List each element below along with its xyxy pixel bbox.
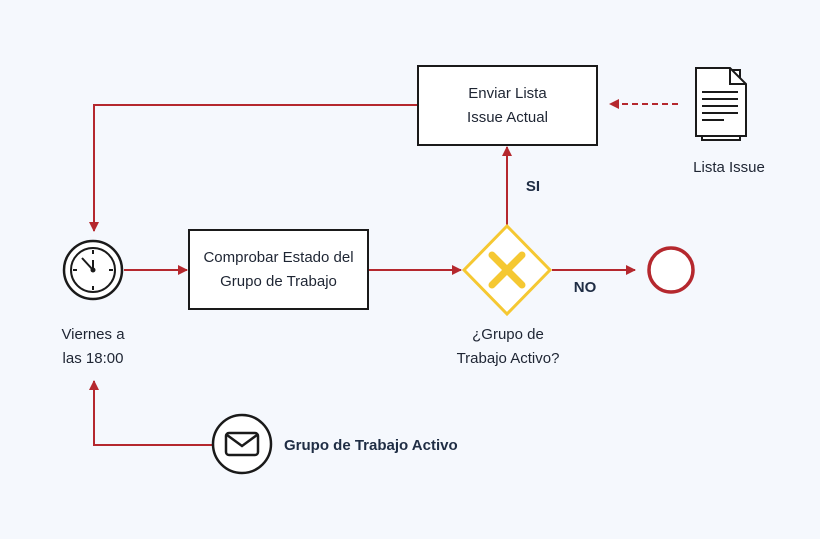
flow-message-to-timer [89, 380, 212, 446]
clock-icon [62, 239, 124, 301]
gateway-label: ¿Grupo de Trabajo Activo? [456, 326, 560, 367]
document-label: Lista Issue [693, 159, 765, 176]
task-enviar-lista-label: Enviar Lista Issue Actual [467, 84, 548, 126]
timer-label: Viernes a las 18:00 [61, 326, 125, 367]
document-icon [695, 67, 747, 141]
flow-yes-label: SI [525, 178, 541, 195]
flow-send-to-timer [89, 104, 418, 232]
task-comprobar-estado[interactable]: Comprobar Estado del Grupo de Trabajo [188, 229, 369, 310]
message-label: Grupo de Trabajo Activo [284, 437, 458, 454]
exclusive-gateway-x-icon [461, 223, 553, 317]
task-comprobar-estado-label: Comprobar Estado del Grupo de Trabajo [203, 248, 354, 290]
task-enviar-lista[interactable]: Enviar Lista Issue Actual [417, 65, 598, 146]
flow-no-label: NO [573, 279, 597, 296]
envelope-icon [211, 413, 273, 475]
end-event-circle [647, 246, 695, 294]
